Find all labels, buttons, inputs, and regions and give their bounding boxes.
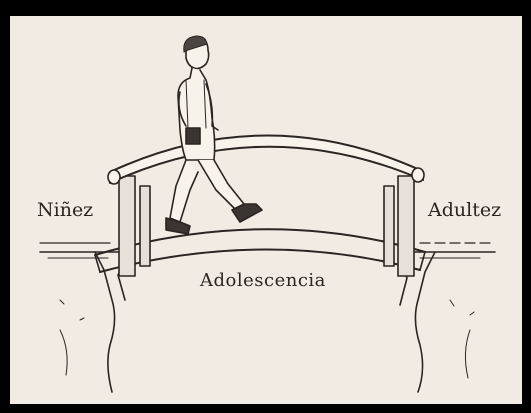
left-cliff	[40, 252, 115, 392]
post-right-outer	[398, 176, 414, 276]
label-adultez: Adultez	[428, 199, 501, 221]
walking-figure	[166, 36, 262, 234]
post-left-outer	[119, 176, 135, 276]
right-cliff	[415, 252, 495, 392]
handrail	[110, 135, 423, 183]
post-right-inner	[384, 186, 394, 266]
label-ninez: Niñez	[37, 199, 93, 221]
label-adolescencia: Adolescencia	[200, 270, 326, 291]
post-left-inner	[140, 186, 150, 266]
